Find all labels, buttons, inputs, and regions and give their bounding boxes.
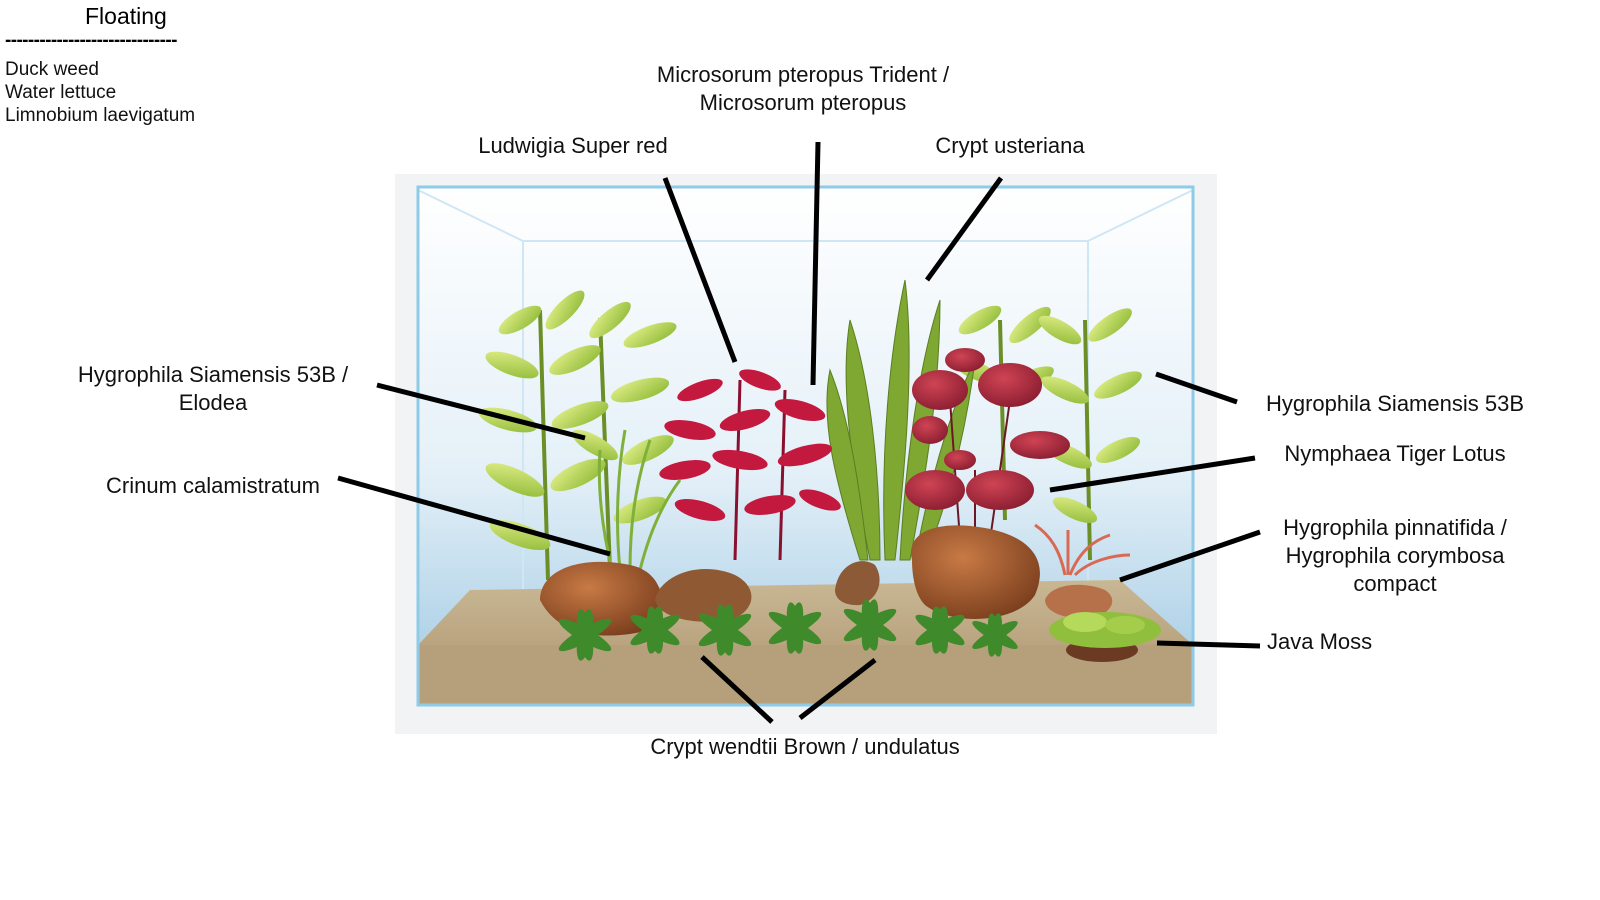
- floating-item-limnobium: Limnobium laevigatum: [5, 105, 196, 126]
- label-hygro-siam: Hygrophila Siamensis 53B: [1265, 391, 1525, 416]
- label-microsorum: Microsorum pteropus Trident / Microsorum…: [656, 62, 950, 115]
- label-crypt-usteriana: Crypt usteriana: [935, 133, 1085, 158]
- label-pinnatifida: Hygrophila pinnatifida / Hygrophila cory…: [1283, 515, 1507, 596]
- leader-ludwigia: [662, 177, 738, 363]
- java-moss: [1049, 612, 1161, 662]
- tank-glass-frame: [416, 185, 1195, 707]
- label-hygro-siam-elodea: Hygrophila Siamensis 53B / Elodea: [77, 362, 349, 415]
- leader-microsorum: [810, 141, 821, 386]
- label-java-moss: Java Moss: [1267, 629, 1373, 654]
- crypt-wendtii-plants: [558, 599, 1018, 661]
- leader-java-moss: [1156, 640, 1261, 649]
- floating-list: Duck weed Water lettuce Limnobium laevig…: [5, 58, 195, 127]
- floating-item-duck-weed: Duck weed: [5, 59, 99, 80]
- floating-title: Floating: [85, 3, 167, 29]
- pinnatifida-plant: [1034, 523, 1131, 577]
- leader-crypt-wendtii-b: [798, 658, 877, 720]
- tiger-lotus-plant: [905, 348, 1070, 541]
- leader-hygro-siam: [1155, 371, 1238, 405]
- leader-crinum: [337, 475, 611, 557]
- label-crypt-wendtii: Crypt wendtii Brown / undulatus: [650, 734, 960, 759]
- leader-lines: [337, 141, 1261, 724]
- label-ludwigia: Ludwigia Super red: [478, 133, 668, 158]
- label-tiger-lotus: Nymphaea Tiger Lotus: [1284, 441, 1506, 466]
- floating-separator: ------------------------------: [5, 30, 177, 51]
- floating-item-water-lettuce: Water lettuce: [5, 82, 117, 103]
- leader-pinnatifida: [1119, 529, 1261, 583]
- sand-front: [418, 645, 1193, 705]
- leader-crypt-usteriana: [924, 176, 1004, 282]
- ludwigia-red-plant: [659, 369, 841, 561]
- leader-crypt-wendtii-a: [700, 655, 774, 724]
- label-crinum: Crinum calamistratum: [106, 473, 320, 498]
- leader-tiger-lotus: [1049, 455, 1256, 493]
- crinum-plant: [597, 429, 682, 571]
- leader-hygro-siam-elodea: [376, 382, 586, 441]
